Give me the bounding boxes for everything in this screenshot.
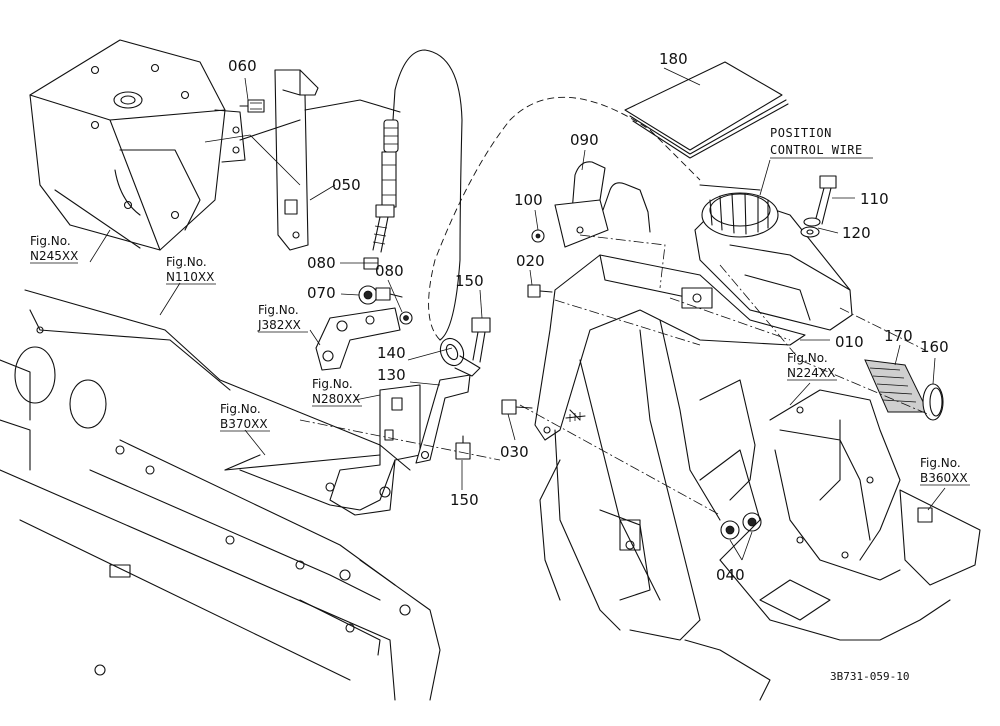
callout-150-upper: 150 [455,272,484,290]
svg-text:N245XX: N245XX [30,249,78,263]
washers-120 [800,217,821,238]
u-bolt-090 [554,161,651,248]
position-control-knob [694,184,853,331]
fig-ref-b370: Fig.No. B370XX [220,402,270,432]
svg-text:Fig.No.: Fig.No. [258,303,299,317]
bracket-050 [204,69,401,251]
callout-050: 050 [332,176,361,194]
svg-text:Fig.No.: Fig.No. [166,255,207,269]
control-bracket-010 [534,254,806,441]
support-bracket-n245 [29,39,246,251]
center-lines [299,234,931,516]
nuts-040 [720,512,762,540]
fig-ref-b360: Fig.No. B360XX [920,456,970,486]
callout-180: 180 [659,50,688,68]
position-control-wire-line2: CONTROL WIRE [770,143,863,157]
callout-170: 170 [884,327,913,345]
bolt-150-upper [471,317,491,363]
plate-n280 [224,384,421,516]
callout-020: 020 [516,252,545,270]
clip-140 [439,337,481,377]
callout-150-lower: 150 [450,491,479,509]
pad-170 [864,359,929,413]
callout-030: 030 [500,443,529,461]
knob-100 [531,229,545,243]
threaded-stud [565,412,586,422]
leader-b370 [224,454,261,471]
column-support [539,319,761,641]
svg-text:Fig.No.: Fig.No. [220,402,261,416]
bolt-030 [501,399,533,415]
callout-130: 130 [377,366,406,384]
callout-100: 100 [514,191,543,209]
position-control-cable [372,49,701,341]
figure-references: Fig.No. N245XX Fig.No. N110XX Fig.No. J3… [30,234,970,486]
bolt-110 [814,175,837,225]
fig-ref-n224: Fig.No. N224XX [787,351,837,381]
svg-text:N280XX: N280XX [312,392,360,406]
callout-040: 040 [716,566,745,584]
callout-110: 110 [860,190,889,208]
callout-060: 060 [228,57,257,75]
svg-text:Fig.No.: Fig.No. [312,377,353,391]
fig-ref-j382: Fig.No. J382XX [257,303,308,333]
callout-160: 160 [920,338,949,356]
frame-right [684,389,981,701]
svg-text:N110XX: N110XX [166,270,214,284]
fig-ref-n280: Fig.No. N280XX [312,377,362,407]
leader-lines [89,67,946,561]
svg-text:B370XX: B370XX [220,417,268,431]
callout-090: 090 [570,131,599,149]
fig-ref-n245: Fig.No. N245XX [30,234,78,264]
callout-140: 140 [377,344,406,362]
callouts: 060 050 080 070 080 150 140 130 150 180 … [228,50,949,584]
position-control-wire-line1: POSITION [770,126,832,140]
nut-080-lower [399,311,413,325]
callout-070: 070 [307,284,336,302]
bolt-150-lower [455,435,471,460]
bolt-060 [239,99,265,113]
callout-080-upper: 080 [307,254,336,272]
bolt-020 [527,284,553,298]
callout-080-lower: 080 [375,262,404,280]
callout-010: 010 [835,333,864,351]
manual-180 [624,61,789,159]
callout-120: 120 [842,224,871,242]
svg-text:N224XX: N224XX [787,366,835,380]
frame-left [0,289,441,701]
lever-j382 [315,307,401,371]
svg-text:Fig.No.: Fig.No. [30,234,71,248]
svg-text:Fig.No.: Fig.No. [787,351,828,365]
rod-end-070 [358,285,403,305]
cap-160 [922,383,944,421]
position-control-wire-label: POSITION CONTROL WIRE [770,126,873,159]
svg-text:B360XX: B360XX [920,471,968,485]
fig-ref-n110: Fig.No. N110XX [166,255,216,285]
svg-text:Fig.No.: Fig.No. [920,456,961,470]
nut-080-upper [363,257,379,270]
svg-text:J382XX: J382XX [257,318,301,332]
drawing-number: 3B731-059-10 [830,670,909,683]
